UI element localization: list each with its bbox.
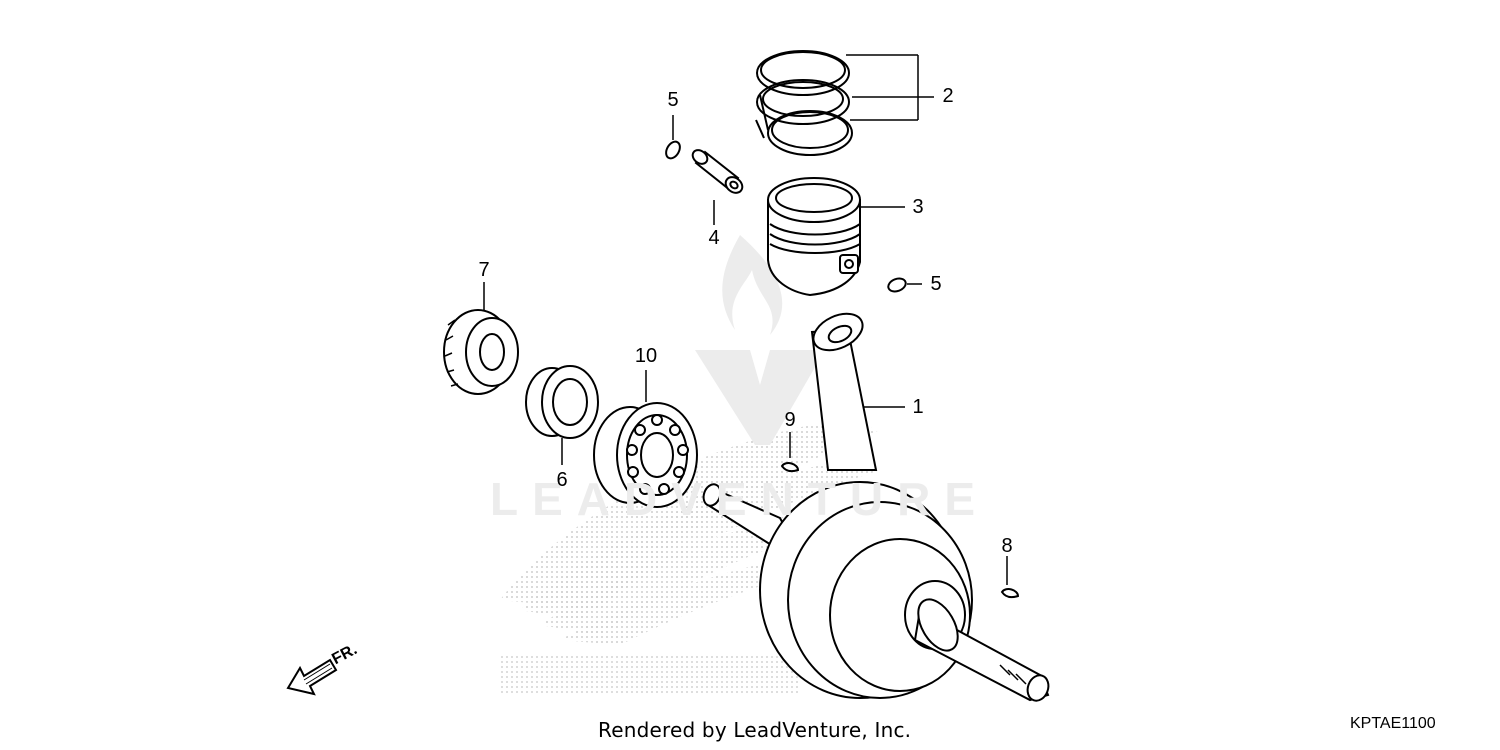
piston-part — [767, 177, 861, 297]
callout-1: 1 — [912, 396, 924, 418]
callout-3: 3 — [912, 196, 924, 218]
watermark-text: LEADVENTURE — [490, 473, 990, 525]
callout-9: 9 — [784, 409, 796, 431]
oil-seal-part — [525, 365, 599, 439]
callout-8: 8 — [1001, 535, 1013, 557]
callout-5-right: 5 — [930, 273, 942, 295]
ball-bearing-part — [593, 402, 698, 508]
woodruff-key-parts — [780, 462, 1020, 599]
leadventure-logo-watermark — [695, 235, 825, 445]
callout-10: 10 — [634, 345, 658, 367]
diagram-code: KPTAE1100 — [1350, 715, 1436, 732]
footer-credit: Rendered by LeadVenture, Inc. — [598, 718, 912, 742]
gear-part — [443, 309, 519, 395]
piston-pin-clip-parts — [665, 140, 907, 293]
callout-6: 6 — [556, 469, 568, 491]
arrow-front-left-icon — [286, 658, 338, 696]
piston-rings-part — [755, 50, 853, 156]
callout-4: 4 — [708, 227, 720, 249]
crankshaft-connecting-rod-part — [702, 312, 1050, 702]
callout-5-top: 5 — [667, 89, 679, 111]
callout-7: 7 — [478, 259, 490, 281]
leader-lines — [483, 54, 1008, 585]
piston-pin-part — [691, 149, 744, 194]
callout-2: 2 — [942, 85, 954, 107]
